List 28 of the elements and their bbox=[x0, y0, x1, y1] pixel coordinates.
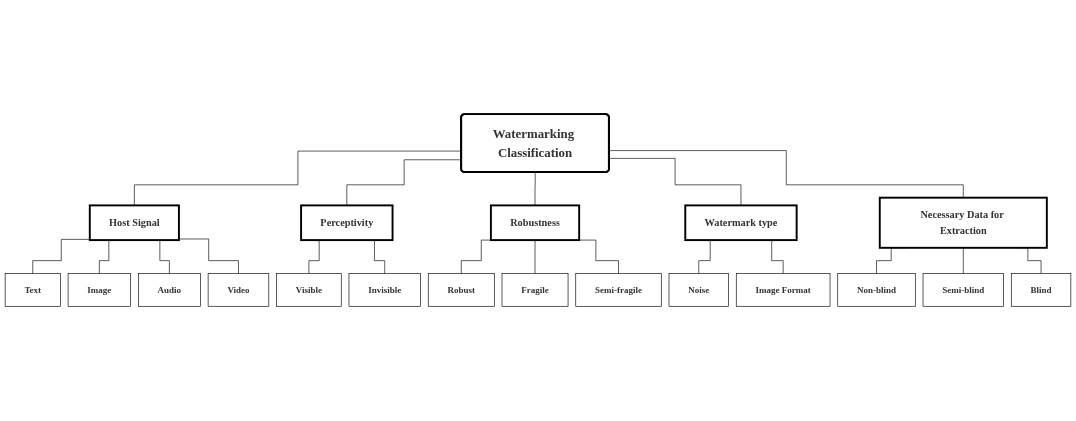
node-box: Semi-fragile bbox=[575, 273, 662, 307]
node-box: Fragile bbox=[501, 273, 569, 307]
node-box: Non-blind bbox=[837, 273, 916, 307]
node-box: Perceptivity bbox=[300, 204, 394, 242]
connector bbox=[534, 240, 536, 275]
connector bbox=[962, 247, 964, 275]
node-box: Blind bbox=[1010, 273, 1072, 307]
connector bbox=[608, 150, 964, 199]
connector bbox=[32, 239, 91, 275]
node-box: Host Signal bbox=[88, 204, 180, 242]
node-box: Robustness bbox=[489, 204, 581, 242]
node-box: Robust bbox=[427, 273, 495, 307]
node-box: Noise bbox=[668, 273, 729, 307]
connector bbox=[346, 159, 462, 206]
connector bbox=[134, 151, 462, 206]
connector bbox=[534, 172, 536, 206]
connector bbox=[178, 238, 239, 275]
node-box: Text bbox=[4, 273, 61, 307]
node-box: Audio bbox=[138, 273, 201, 307]
node-box: Watermark type bbox=[684, 204, 798, 242]
connector bbox=[608, 158, 742, 206]
node-box: Necessary Data for Extraction bbox=[878, 197, 1048, 250]
node-box: Visible bbox=[276, 273, 342, 307]
node-box: Invisible bbox=[348, 273, 421, 307]
node-box: Semi-blind bbox=[922, 273, 1004, 307]
node-box: Video bbox=[207, 273, 270, 307]
node-box: Image bbox=[67, 273, 131, 307]
node-box: Image Format bbox=[735, 273, 831, 307]
